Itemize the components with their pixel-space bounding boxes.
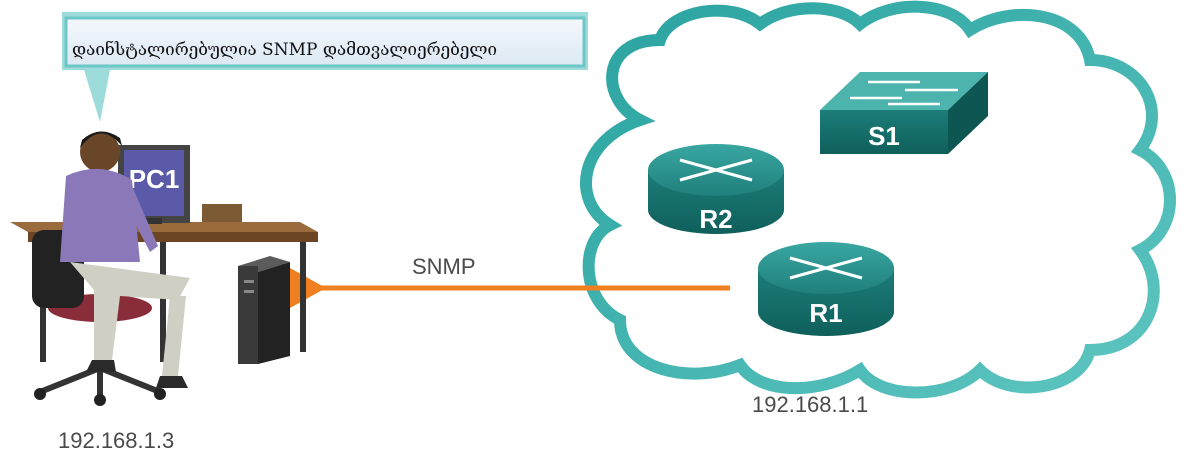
pc-workstation[interactable]: PC1 [10,131,318,406]
snmp-label: SNMP [412,254,476,279]
pc-label: PC1 [129,164,180,194]
router-r1-label: R1 [809,298,842,328]
router-r2-label: R2 [699,204,732,234]
router-r1[interactable]: R1 [758,242,894,336]
switch-label: S1 [868,121,900,151]
pc-tower-icon [238,256,290,364]
router-arrows-icon [789,256,863,280]
pc-ip-label: 192.168.1.3 [58,428,175,453]
router-r2[interactable]: R2 [648,144,784,234]
callout-text: დაინსტალირებულია SNMP დამთვალიერებელი [72,40,498,60]
router-arrows-icon [679,158,753,182]
cloud-ip-label: 192.168.1.1 [752,392,869,417]
person-icon [60,131,190,388]
network-cloud [580,0,1176,399]
switch-s1[interactable]: S1 [820,72,988,154]
switch-arrows-icon [850,80,958,106]
callout-bubble [62,12,588,122]
